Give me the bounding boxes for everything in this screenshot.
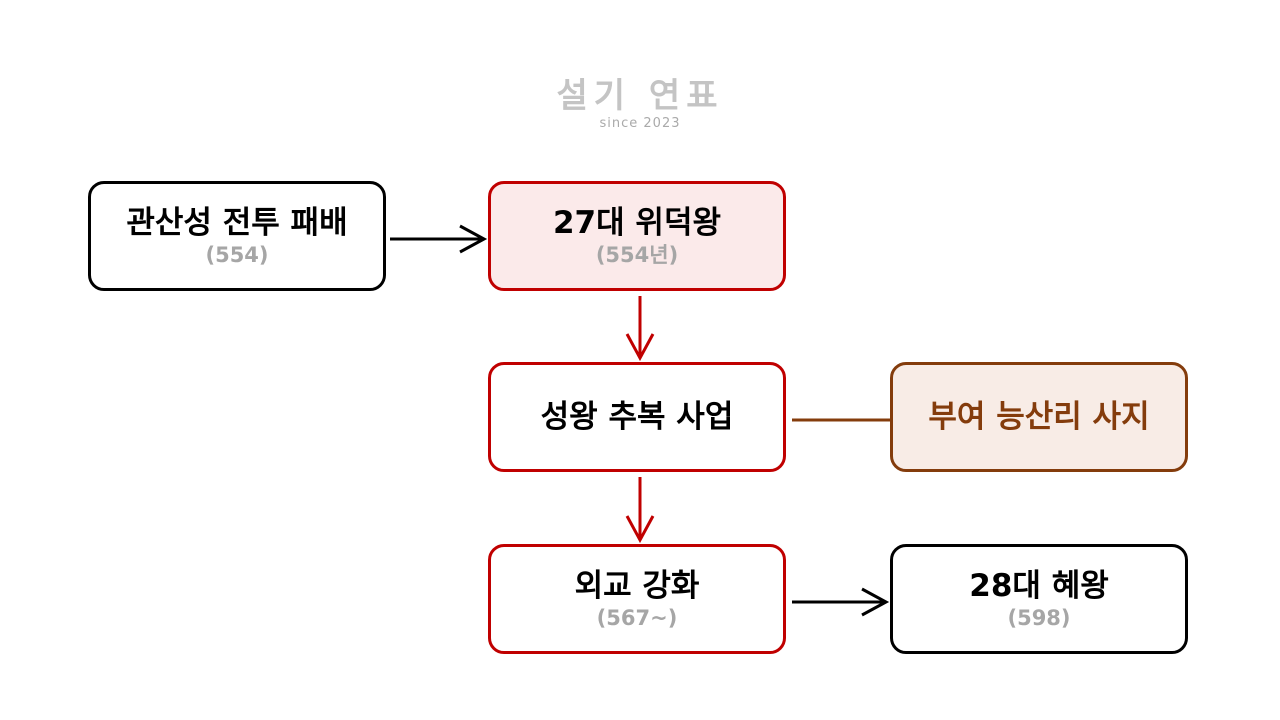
node-memorial-project: 성왕 추복 사업 bbox=[488, 362, 786, 472]
node-title: 28대 혜왕 bbox=[969, 568, 1109, 604]
node-year: (554) bbox=[205, 243, 269, 267]
arrow-diplomacy-to-hyewang bbox=[792, 587, 890, 617]
node-hyewang-king: 28대 혜왕 (598) bbox=[890, 544, 1188, 654]
node-neungsanri-temple: 부여 능산리 사지 bbox=[890, 362, 1188, 472]
logo-subtitle: since 2023 bbox=[599, 116, 681, 131]
node-year: (567~) bbox=[596, 606, 678, 630]
node-title: 관산성 전투 패배 bbox=[126, 205, 348, 241]
node-gwansanseong-defeat: 관산성 전투 패배 (554) bbox=[88, 181, 386, 291]
node-title: 부여 능산리 사지 bbox=[928, 399, 1150, 435]
node-wideok-king: 27대 위덕왕 (554년) bbox=[488, 181, 786, 291]
logo: 설기 연표 since 2023 bbox=[530, 76, 750, 131]
arrow-memorial-to-diplomacy bbox=[625, 477, 655, 544]
node-diplomacy: 외교 강화 (567~) bbox=[488, 544, 786, 654]
node-year: (554년) bbox=[595, 243, 679, 267]
node-year: (598) bbox=[1007, 606, 1071, 630]
node-title: 외교 강화 bbox=[574, 568, 700, 604]
arrow-wideok-to-memorial bbox=[625, 296, 655, 362]
arrow-defeat-to-wideok bbox=[390, 224, 488, 254]
node-title: 성왕 추복 사업 bbox=[540, 399, 734, 435]
logo-title: 설기 연표 bbox=[556, 76, 724, 116]
node-title: 27대 위덕왕 bbox=[552, 205, 721, 241]
